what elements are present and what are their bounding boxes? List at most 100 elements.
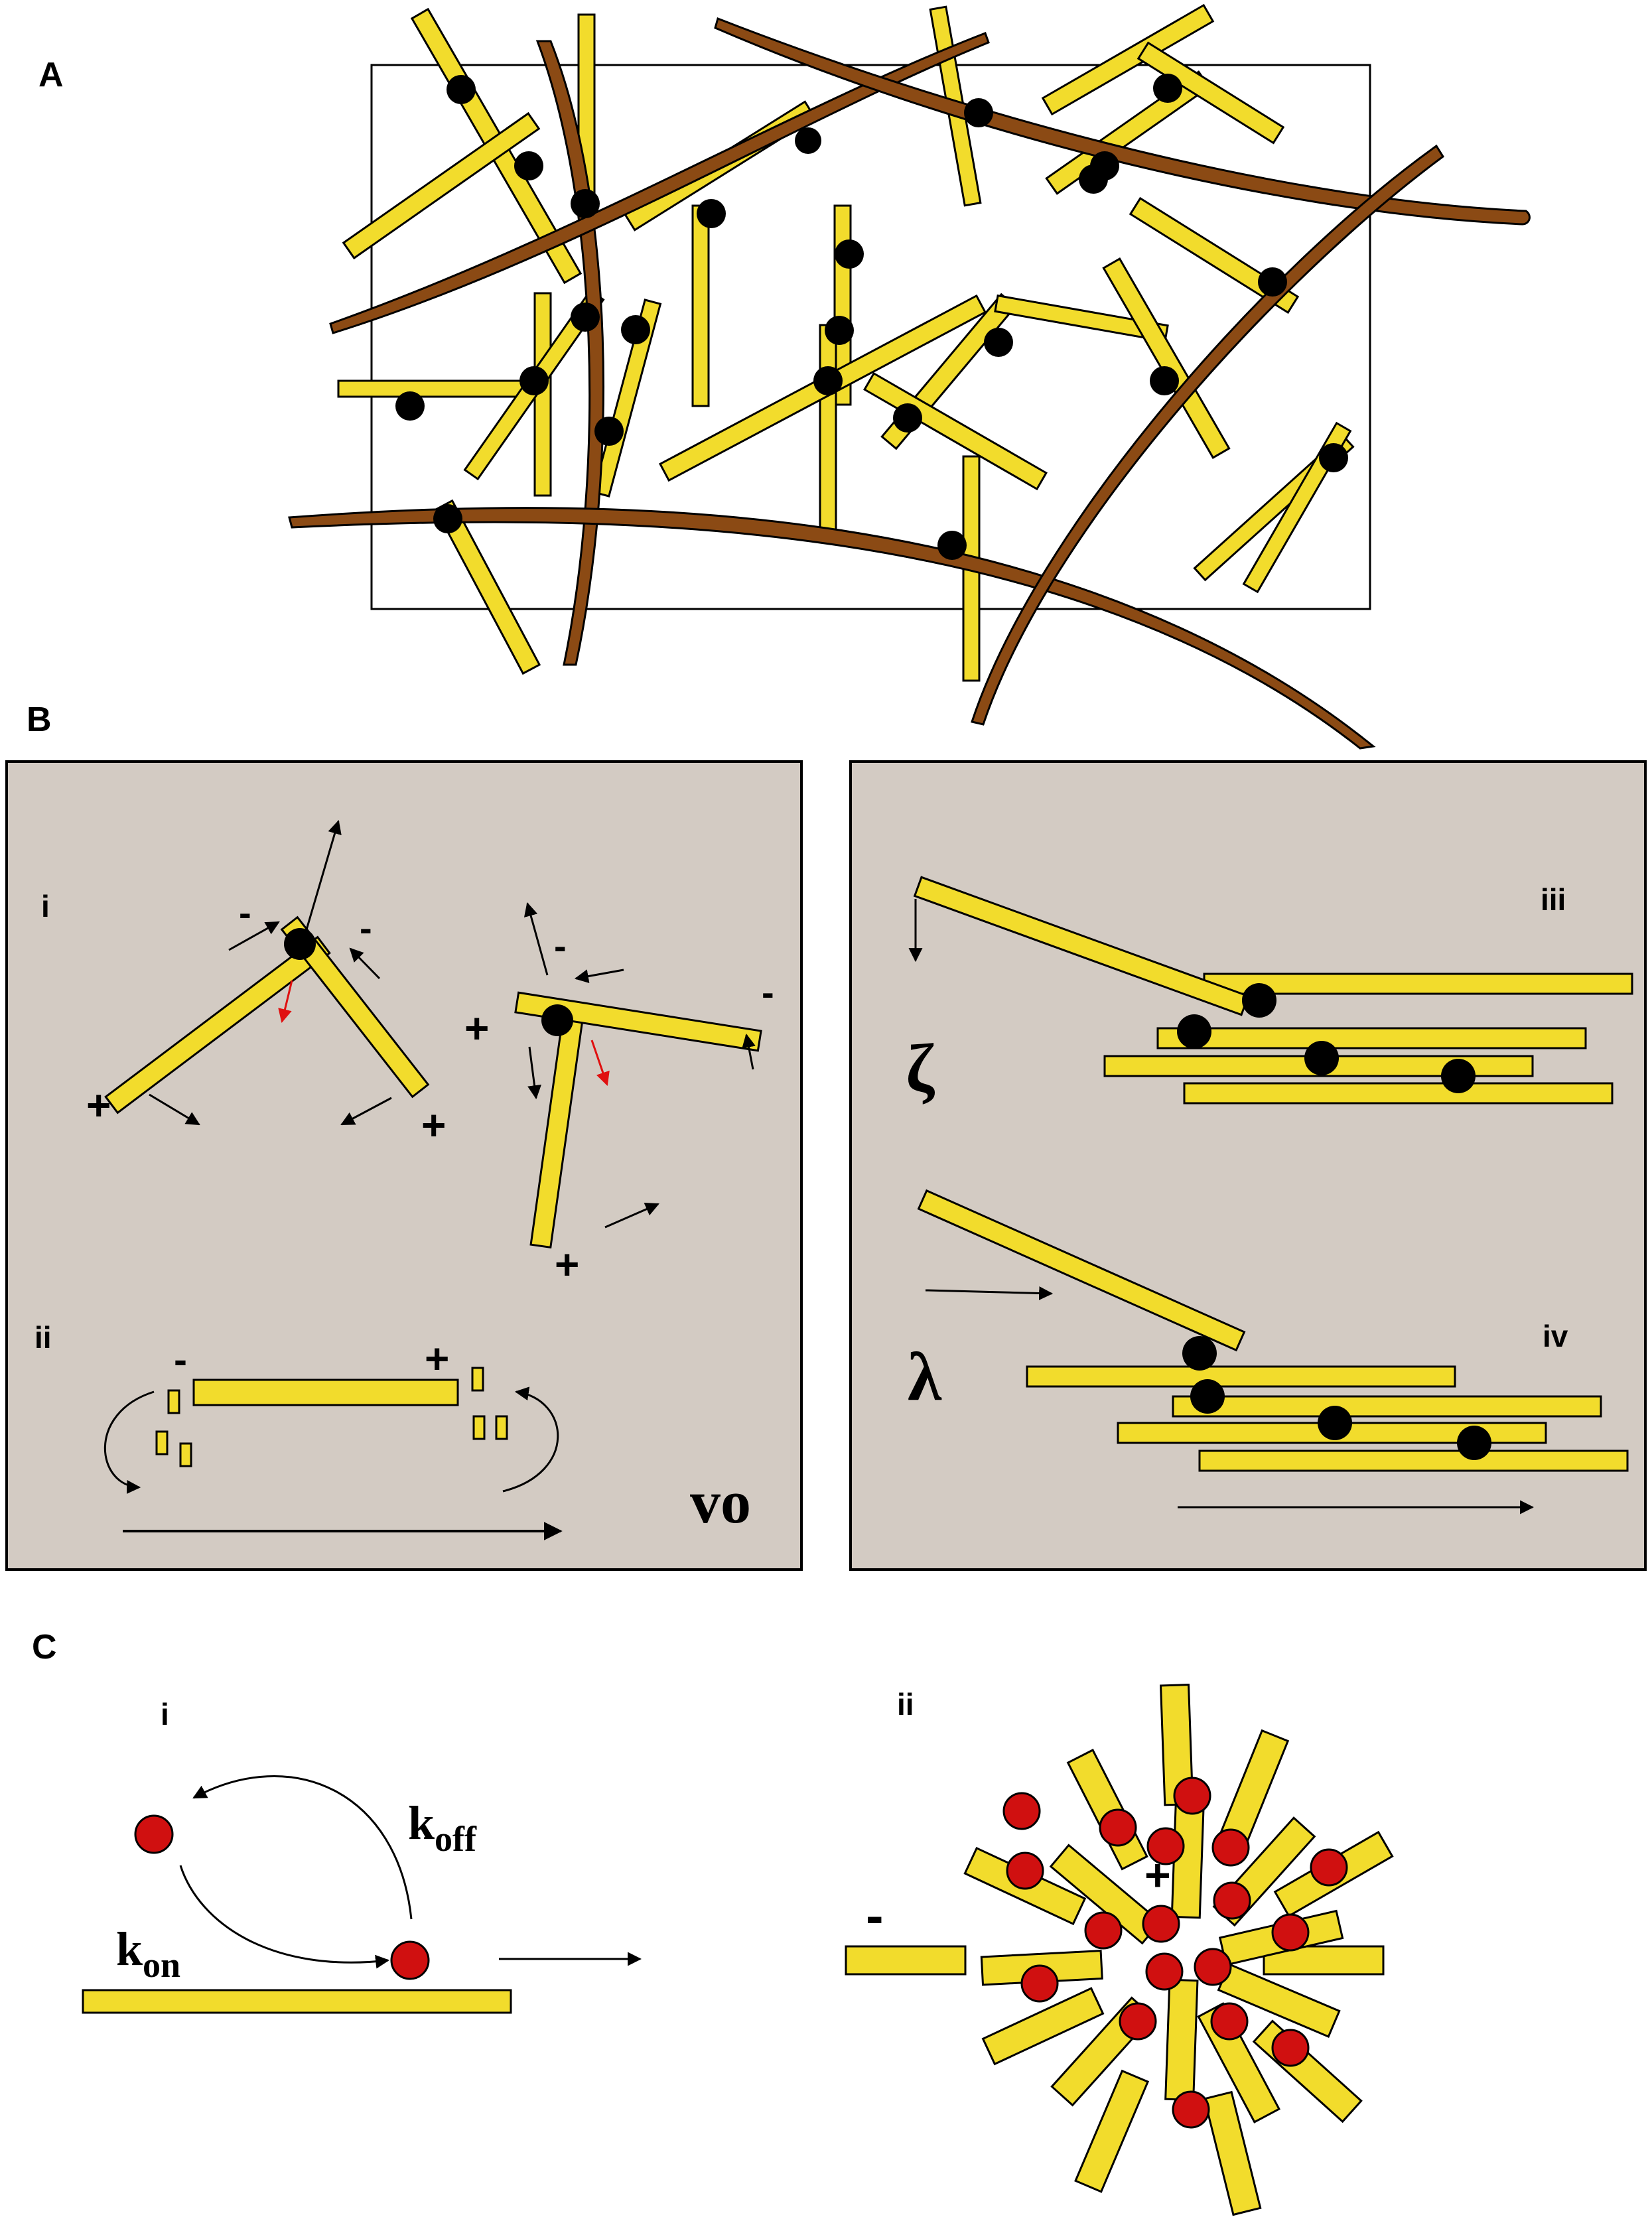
- motor: [395, 391, 425, 421]
- minus-end-label: -: [866, 1886, 884, 1945]
- panel-b: B i ii vo: [5, 701, 1647, 1571]
- sub-label-iv: iv: [1543, 1319, 1568, 1353]
- arrow: [349, 947, 381, 980]
- motor: [937, 531, 967, 560]
- motor: [1304, 1041, 1339, 1075]
- microtubule: [1136, 41, 1285, 145]
- binder: [1142, 1905, 1180, 1943]
- motors-a: [395, 74, 1348, 560]
- motor: [1258, 267, 1287, 297]
- motor: [514, 151, 543, 180]
- motor: [1319, 443, 1348, 472]
- binder: [1172, 2090, 1210, 2129]
- koff-label: koff: [408, 1796, 477, 1859]
- motors-b-iv: [1182, 1336, 1491, 1460]
- lambda-label: λ: [908, 1339, 942, 1415]
- arrow: [340, 1097, 392, 1126]
- motor: [594, 417, 624, 446]
- red-arrow: [590, 1040, 610, 1086]
- microtubule: [342, 111, 541, 260]
- microtubule: [1041, 3, 1215, 116]
- panel-b-right-box: [849, 760, 1647, 1571]
- microtubule: [1198, 1449, 1629, 1472]
- binder: [1271, 2029, 1310, 2067]
- panel-b-left-box: [5, 760, 803, 1571]
- bundle-b-iv: [917, 1189, 1629, 1472]
- tubulin-subunit: [155, 1430, 169, 1455]
- motor: [984, 328, 1013, 357]
- aster-microtubules: [845, 1683, 1394, 2216]
- plus-end-label: +: [86, 1081, 111, 1129]
- microtubule: [104, 935, 331, 1114]
- motor: [964, 98, 993, 127]
- binder: [1173, 1777, 1211, 1815]
- binder: [1099, 1808, 1137, 1847]
- binder: [1002, 1792, 1041, 1830]
- microtubule: [1066, 1749, 1148, 1871]
- microtubule: [845, 1945, 967, 1976]
- panel-c: C i ii koff kon: [32, 1628, 1394, 2216]
- binder: [1020, 1964, 1059, 2003]
- microtubule: [981, 1987, 1105, 2066]
- microtubule: [337, 379, 525, 398]
- microtubule: [819, 324, 837, 535]
- treadmilling-b-ii: - +: [103, 1335, 563, 1540]
- motor: [571, 189, 600, 218]
- motors-b-iii: [1177, 983, 1476, 1093]
- binder-bound: [390, 1940, 430, 1980]
- tubulin-subunit: [179, 1442, 192, 1467]
- microtubule: [1156, 1027, 1587, 1049]
- kon-label: kon: [116, 1922, 180, 1985]
- actin-bundle: [329, 32, 990, 334]
- binder: [1211, 1828, 1250, 1867]
- motors-b-i: [284, 928, 573, 1036]
- motor: [541, 1004, 573, 1036]
- tubulin-subunits: [155, 1367, 508, 1467]
- minus-end-label: -: [239, 892, 251, 933]
- arrow: [574, 969, 624, 983]
- arrow: [228, 921, 280, 951]
- microtubule: [1172, 1395, 1602, 1418]
- tubulin-subunit: [167, 1389, 180, 1414]
- binder: [1084, 1911, 1123, 1950]
- motor: [1153, 74, 1182, 103]
- plus-end-label: +: [421, 1101, 446, 1149]
- actin-bundle: [714, 17, 1531, 226]
- microtubule: [1164, 1978, 1199, 2102]
- sub-label-iii: iii: [1541, 882, 1566, 917]
- microtubule: [1203, 2090, 1262, 2216]
- microtubule: [917, 1189, 1246, 1352]
- microtubule: [1129, 196, 1300, 314]
- binder: [1213, 1881, 1251, 1920]
- koff-arrow: [192, 1775, 413, 1920]
- motor: [893, 403, 922, 433]
- binder: [1271, 1913, 1310, 1952]
- arrow: [304, 819, 342, 935]
- motor: [1190, 1379, 1225, 1414]
- minus-end-label: -: [762, 971, 774, 1013]
- plus-end-label: +: [1144, 1850, 1171, 1901]
- arrows-b-i: [149, 819, 756, 1229]
- microtubule: [1263, 1945, 1385, 1976]
- microtubule: [863, 371, 1048, 491]
- binder: [1310, 1848, 1348, 1887]
- velocity-label: vo: [690, 1468, 751, 1536]
- sub-label-ii: ii: [897, 1687, 914, 1721]
- actin-bundle: [288, 507, 1376, 750]
- microtubule: [82, 1989, 512, 2014]
- panel-a: A: [38, 3, 1531, 750]
- plus-end-label: +: [555, 1241, 579, 1288]
- binder-unbound: [134, 1814, 174, 1854]
- sub-label-i: i: [41, 889, 50, 923]
- motor: [795, 127, 821, 154]
- microtubule: [1183, 1082, 1614, 1105]
- motor: [571, 303, 600, 332]
- microtubule: [1026, 1365, 1456, 1388]
- binder: [1119, 2002, 1157, 2041]
- plus-end-label: +: [425, 1335, 449, 1382]
- microtubule: [192, 1379, 459, 1406]
- minus-end-label: -: [360, 907, 372, 949]
- binder: [1145, 1952, 1184, 1991]
- microtubule: [691, 204, 710, 407]
- motor: [447, 75, 476, 104]
